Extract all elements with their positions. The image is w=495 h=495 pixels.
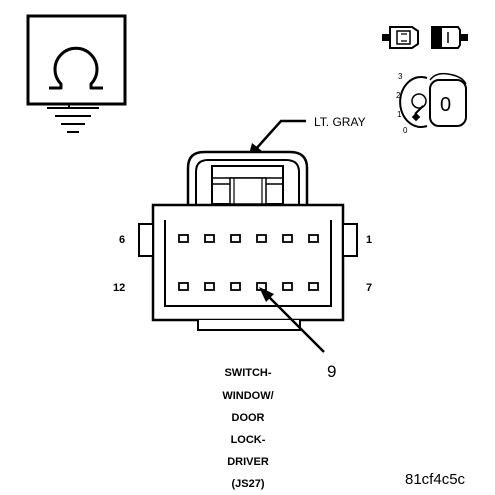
terminal-cavity (178, 282, 189, 291)
component-name-line: LOCK- (231, 434, 266, 446)
terminal-cavity (204, 234, 215, 243)
pin-label-12: 12 (113, 282, 125, 294)
terminal-cavity (256, 234, 267, 243)
ignition-position-3: 3 (398, 72, 403, 81)
terminal-cavity (178, 234, 189, 243)
pin-label-1: 1 (366, 234, 372, 246)
ignition-position-0: 0 (403, 126, 408, 135)
pin-callout-arrow (259, 287, 325, 353)
ignition-key-label: 0 (440, 94, 451, 116)
component-name-line: DOOR (232, 412, 265, 424)
terminal-cavity (282, 234, 293, 243)
terminal-cavity (282, 282, 293, 291)
pin-label-6: 6 (119, 234, 125, 246)
ignition-key-icon: 3 2 1 0 0 (396, 72, 467, 135)
pin-callout-number: 9 (327, 362, 336, 381)
component-name-line: SWITCH- (224, 367, 271, 379)
component-name-line: DRIVER (227, 456, 269, 468)
terminal-cavity (230, 282, 241, 291)
wire-color-label: LT. GRAY (314, 115, 366, 129)
component-name: SWITCH- WINDOW/ DOOR LOCK- DRIVER (JS27) (222, 367, 273, 490)
terminal-cavity (204, 282, 215, 291)
terminal-cavity (308, 282, 319, 291)
terminal-cavity (230, 234, 241, 243)
component-name-line: (JS27) (231, 478, 264, 490)
terminal-row-top (178, 234, 319, 243)
figure-code: 81cf4c5c (405, 471, 466, 488)
connector-disconnect-icon (382, 26, 468, 49)
component-name-line: WINDOW/ (222, 390, 273, 402)
ohm-symbol-with-ground-icon (26, 14, 127, 133)
terminal-cavity (308, 234, 319, 243)
ignition-position-2: 2 (396, 91, 401, 100)
connector-body (138, 150, 358, 331)
pin-label-7: 7 (366, 282, 372, 294)
ignition-position-1: 1 (397, 110, 402, 119)
